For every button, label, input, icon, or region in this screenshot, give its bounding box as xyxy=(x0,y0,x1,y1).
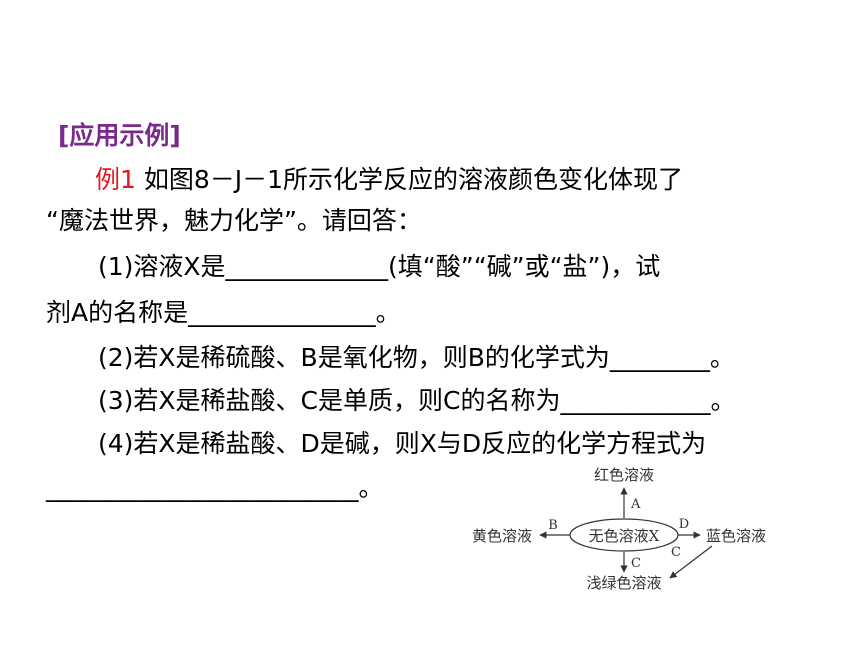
label-d: D xyxy=(679,517,689,532)
question-line-3: (1)溶液X是_____________(填“酸”“碱”或“盐”)，试 xyxy=(98,252,661,281)
question-line-8: _________________________。 xyxy=(46,473,384,502)
right-solution-label: 蓝色溶液 xyxy=(706,527,766,545)
section-header: [应用示例] xyxy=(58,121,181,150)
left-solution-label: 黄色溶液 xyxy=(472,527,532,545)
label-b: B xyxy=(548,518,558,533)
question-line-1: 例1 如图8－J－1所示化学反应的溶液颜色变化体现了 xyxy=(95,162,683,198)
example-label: 例1 xyxy=(95,165,136,194)
top-solution-label: 红色溶液 xyxy=(594,466,654,484)
label-c-right: C xyxy=(671,545,681,560)
label-c: C xyxy=(631,556,641,571)
question-line-6: (3)若X是稀盐酸、C是单质，则C的名称为____________。 xyxy=(98,386,736,415)
question-line-5: (2)若X是稀硫酸、B是氧化物，则B的化学式为________。 xyxy=(98,343,735,372)
arrow-c-right xyxy=(669,545,713,579)
question-line-4: 剂A的名称是_______________。 xyxy=(46,298,401,327)
center-label: 无色溶液X xyxy=(589,527,660,545)
label-a: A xyxy=(630,497,641,512)
question-line-7: (4)若X是稀盐酸、D是碱，则X与D反应的化学方程式为 xyxy=(98,429,707,458)
reaction-diagram: 无色溶液X 红色溶液 A 黄色溶液 B 蓝色溶液 D 浅绿色溶液 C C xyxy=(472,466,766,592)
question-line-2: “魔法世界，魅力化学”。请回答： xyxy=(46,206,422,235)
bottom-solution-label: 浅绿色溶液 xyxy=(586,574,661,592)
question-text-1: 如图8－J－1所示化学反应的溶液颜色变化体现了 xyxy=(135,165,684,194)
